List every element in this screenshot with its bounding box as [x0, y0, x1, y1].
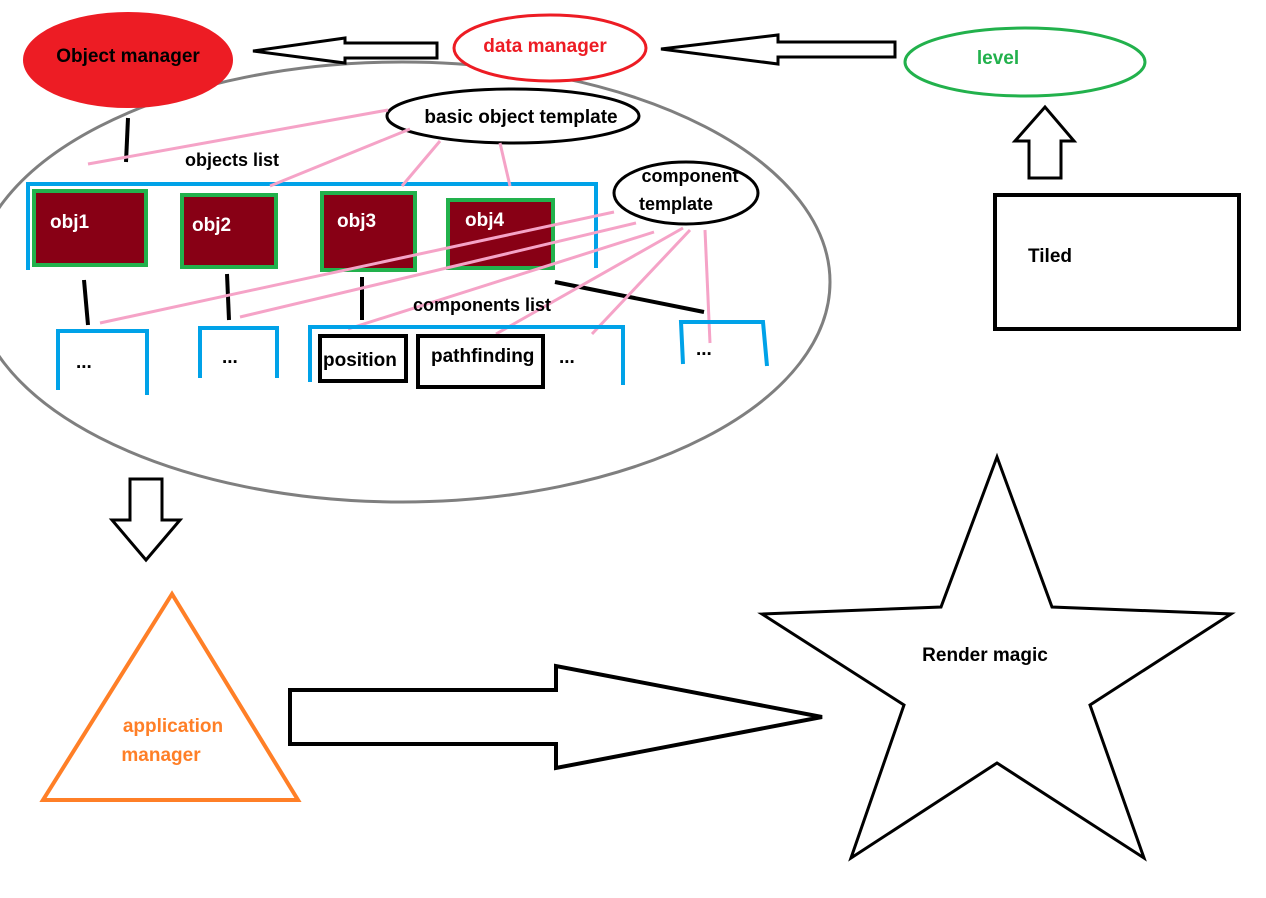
object-obj1: obj1 [32, 189, 148, 267]
arrow-level-to-data-manager [660, 33, 897, 66]
basic-object-template-label: basic object template [424, 107, 617, 128]
basic-template-links [87, 108, 512, 188]
arrow-tiled-to-level [1011, 104, 1078, 180]
object-system-ellipse [0, 60, 832, 504]
component-list-obj2-ellipsis: ... [222, 347, 238, 368]
tiled-node [993, 193, 1241, 331]
render-magic-node [757, 452, 1236, 862]
application-manager-label-line1: application [123, 716, 223, 737]
component-list-obj3 [308, 325, 625, 385]
component-list-obj4 [678, 320, 769, 367]
pathfinding-component [416, 334, 545, 389]
object-manager-label: Object manager [56, 46, 200, 67]
component-list-obj3-ellipsis: ... [559, 347, 575, 368]
pathfinding-label: pathfinding [431, 346, 534, 367]
objects-list-label: objects list [185, 150, 279, 170]
level-label: level [977, 48, 1019, 69]
obj4-label: obj4 [465, 210, 504, 231]
basic-object-template-node [385, 87, 641, 145]
application-manager-node [39, 590, 302, 802]
component-template-node [612, 160, 760, 226]
component-template-label-line2: template [639, 194, 713, 214]
component-list-obj4-ellipsis: ... [696, 339, 712, 360]
obj3-label: obj3 [337, 211, 376, 232]
obj1-label: obj1 [50, 212, 89, 233]
component-list-obj2 [198, 326, 279, 378]
component-list-brackets [56, 320, 769, 395]
object-manager-to-list-line [124, 117, 130, 163]
level-node [903, 26, 1147, 98]
arrow-objects-to-application-manager [108, 477, 184, 563]
component-list-obj1-ellipsis: ... [76, 352, 92, 373]
position-label: position [323, 350, 397, 371]
arrow-data-to-object-manager [252, 36, 439, 65]
position-component [318, 334, 408, 383]
components-list-label: components list [413, 295, 551, 315]
object-obj2: obj2 [180, 193, 278, 269]
data-manager-label: data manager [483, 36, 607, 57]
tiled-label: Tiled [1028, 246, 1072, 267]
render-magic-label: Render magic [922, 645, 1048, 666]
application-manager-label-line2: manager [121, 745, 201, 766]
object-obj4: obj4 [446, 198, 555, 270]
object-manager-node [23, 12, 233, 108]
component-list-obj1 [56, 329, 149, 395]
objects-list-bracket [26, 182, 598, 270]
component-template-links [99, 210, 712, 344]
obj2-label: obj2 [192, 215, 231, 236]
component-template-label-line1: component [642, 166, 739, 186]
data-manager-node [452, 13, 648, 83]
arrow-application-to-render [288, 663, 823, 771]
